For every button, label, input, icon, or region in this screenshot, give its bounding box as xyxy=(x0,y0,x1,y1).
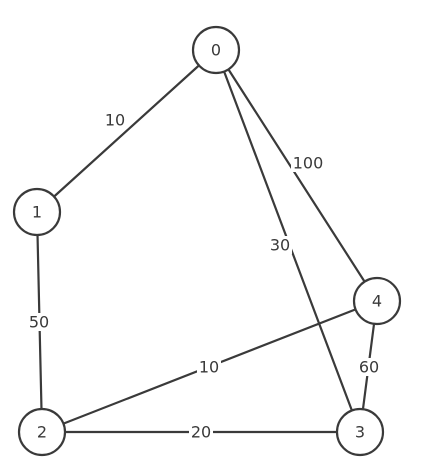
edge-weight-label-2-4: 10 xyxy=(199,358,219,377)
edge-weight-label-0-3: 30 xyxy=(270,236,290,255)
edge-weight-label-4-3: 60 xyxy=(359,358,379,377)
edge-weight-label-0-1: 10 xyxy=(105,111,125,130)
node-1: 1 xyxy=(12,187,62,237)
edge-label-background xyxy=(189,423,213,441)
node-label: 0 xyxy=(211,41,221,60)
edge-label-background xyxy=(197,358,221,376)
node-label: 4 xyxy=(372,292,382,311)
edge-label-background xyxy=(357,358,381,376)
node-label: 3 xyxy=(355,423,365,442)
edge-weight-label-0-4: 100 xyxy=(293,154,324,173)
nodes-layer: 0 1 2 3 4 xyxy=(12,25,402,457)
edge-0-4 xyxy=(214,48,379,303)
edge-0-1 xyxy=(35,48,218,214)
node-4: 4 xyxy=(352,276,402,326)
node-circle xyxy=(335,407,385,457)
node-circle xyxy=(12,187,62,237)
edge-label-background xyxy=(268,236,292,254)
node-circle xyxy=(17,407,67,457)
node-circle xyxy=(191,25,241,75)
edge-label-background xyxy=(291,154,325,172)
node-circle xyxy=(352,276,402,326)
edge-weight-label-2-3: 20 xyxy=(191,423,211,442)
edge-weight-label-1-2: 50 xyxy=(29,313,49,332)
edges-layer: 10 30 100 50 10 20 60 xyxy=(27,48,381,442)
edge-label-background xyxy=(103,111,127,129)
node-2: 2 xyxy=(17,407,67,457)
node-label: 1 xyxy=(32,203,42,222)
node-3: 3 xyxy=(335,407,385,457)
node-label: 2 xyxy=(37,423,47,442)
edge-label-background xyxy=(27,313,51,331)
node-0: 0 xyxy=(191,25,241,75)
